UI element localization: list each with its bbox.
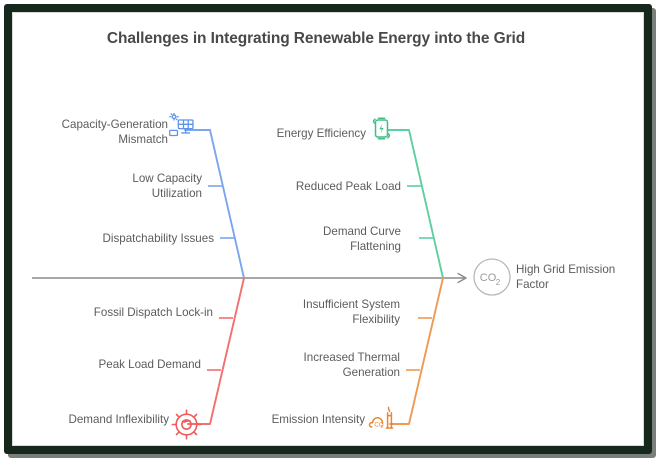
branch-item-dispatchability-issues[interactable]: Dispatchability Issues	[102, 232, 214, 245]
branch-label-emission-intensity[interactable]: Emission Intensity	[271, 413, 365, 426]
fishbone-head-label-line1: High Grid Emission	[516, 263, 616, 276]
branch-energy-efficiency[interactable]	[372, 117, 444, 279]
branch-item-insufficient-system-flexibility[interactable]: Insufficient System Flexibility	[302, 298, 400, 327]
branch-item-increased-thermal-generation[interactable]: Increased Thermal Generation	[303, 351, 400, 380]
branch-capacity-generation-mismatch[interactable]	[169, 112, 245, 279]
branch-item-demand-curve-flattening[interactable]: Demand Curve Flattening	[323, 225, 401, 254]
branch-demand-inflexibility[interactable]	[171, 277, 245, 440]
solar-panel-icon	[169, 112, 194, 137]
svg-text:2: 2	[496, 278, 501, 287]
svg-text:CO: CO	[374, 421, 383, 428]
co2-smokestack-icon: CO 2	[368, 406, 394, 429]
svg-text:2: 2	[381, 424, 384, 429]
branch-item-low-capacity-utilization[interactable]: Low Capacity Utilization	[132, 172, 202, 201]
branch-item-reduced-peak-load[interactable]: Reduced Peak Load	[295, 180, 401, 193]
gear-icon	[171, 409, 202, 440]
diagram-canvas	[12, 12, 644, 446]
branch-label-energy-efficiency[interactable]: Energy Efficiency	[276, 127, 366, 140]
co2-circle-icon: CO 2	[473, 258, 511, 296]
branch-label-demand-inflexibility[interactable]: Demand Inflexibility	[68, 413, 169, 426]
fishbone-head-label: High Grid Emission Factor	[516, 262, 640, 293]
svg-text:CO: CO	[480, 272, 497, 284]
battery-energy-icon	[372, 117, 391, 140]
page-title-line1: Challenges in Integrating Renewable Ener…	[106, 30, 490, 47]
branch-item-fossil-dispatch-lock-in[interactable]: Fossil Dispatch Lock-in	[93, 306, 213, 319]
fishbone-spine	[32, 272, 467, 284]
page-title: Challenges in Integrating Renewable Ener…	[96, 28, 536, 49]
fishbone-head-label-line2: Factor	[516, 278, 549, 292]
branch-item-peak-load-demand[interactable]: Peak Load Demand	[98, 358, 201, 371]
branch-emission-intensity[interactable]: CO 2	[368, 277, 444, 429]
branch-label-capacity-generation-mismatch[interactable]: Capacity-Generation Mismatch	[61, 118, 168, 147]
page-title-line2: Grid	[493, 30, 526, 47]
